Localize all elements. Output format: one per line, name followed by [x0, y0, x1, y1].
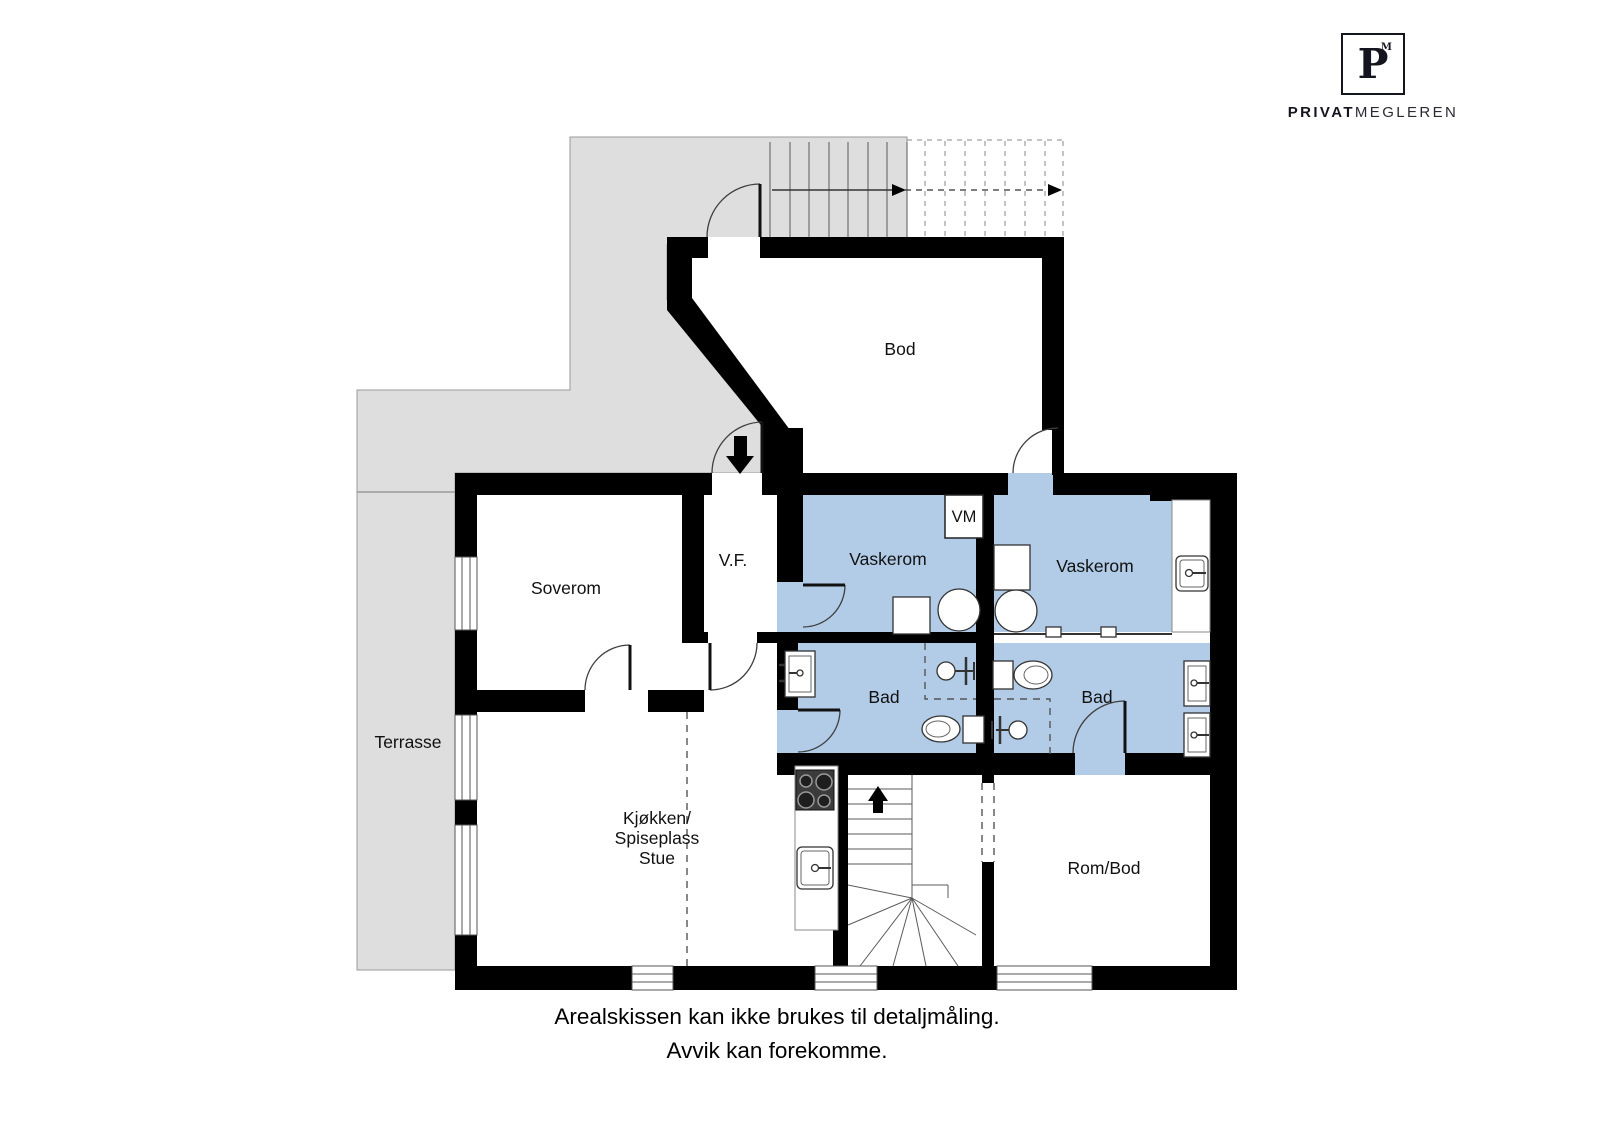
bod-door-leaf: [1052, 430, 1064, 475]
utility-cabinet: [892, 596, 931, 635]
window: [996, 965, 1093, 991]
stair-direction-arrow-icon: [892, 184, 906, 196]
toilet-icon: [921, 715, 985, 744]
utility-cabinet: [993, 544, 1031, 591]
bad-right-doorway: [1075, 757, 1125, 775]
logo-monogram-mark: M: [1380, 42, 1392, 53]
label-washing-machine: VM: [952, 508, 977, 526]
dashed-markings: [686, 643, 1051, 966]
disclaimer-line1: Arealskissen kan ikke brukes til detaljm…: [554, 1004, 999, 1029]
door-bad-left: [797, 708, 841, 753]
sink-icon: [1183, 660, 1211, 707]
label-vaskerom-left: Vaskerom: [849, 549, 926, 569]
window: [814, 965, 878, 991]
label-kitchen-line2: Spiseplass: [615, 828, 700, 848]
window: [631, 965, 674, 991]
window: [454, 714, 478, 801]
door-vf-kitchen: [708, 642, 758, 691]
door-bod: [1012, 427, 1059, 474]
window: [454, 556, 478, 631]
disclaimer-line2: Avvik kan forekomme.: [667, 1038, 888, 1063]
entry-arrow-icon: [726, 436, 754, 474]
walls: [455, 237, 1237, 990]
logo-wordmark: PRIVATMEGLEREN: [1273, 104, 1473, 121]
shower-icon: [936, 657, 975, 685]
upper-staircase: [769, 139, 1064, 237]
label-vaskerom-right: Vaskerom: [1056, 556, 1133, 576]
windows: [454, 556, 1093, 991]
vaskerom-right-doorway: [1008, 473, 1053, 495]
water-heater-icon: [937, 588, 981, 632]
label-bad-right: Bad: [1081, 687, 1112, 707]
sink-icon: [1175, 555, 1209, 592]
sink-icon: [1183, 712, 1211, 758]
fixtures: [779, 494, 1211, 931]
room-labels: Terrasse Soverom V.F. Bod Vaskerom Vaske…: [374, 339, 1140, 878]
kitchen-counter: [794, 765, 839, 931]
label-kitchen-line3: Stue: [639, 848, 675, 868]
door-vaskerom-left: [802, 583, 846, 628]
doors: [584, 183, 1127, 754]
door-bad-right: [1072, 700, 1127, 754]
shower-zone-right: [994, 698, 1051, 757]
toilet-icon: [992, 660, 1053, 690]
door-soverom: [584, 644, 632, 691]
shower-icon: [991, 716, 1028, 744]
door-landing: [706, 183, 762, 238]
stairs-up-arrow-icon: [868, 786, 888, 813]
stove-icon: [795, 769, 835, 811]
low-partition: [994, 626, 1172, 638]
label-bod: Bod: [884, 339, 915, 359]
window: [454, 824, 478, 936]
logo-monogram: P: [1357, 39, 1389, 88]
vaskerom-counter: [1171, 499, 1211, 633]
label-kitchen-line1: Kjøkken/: [623, 808, 691, 828]
label-soverom: Soverom: [531, 578, 601, 598]
sink-icon: [796, 846, 834, 890]
stair-direction-arrow2-icon: [1048, 184, 1062, 196]
sink-icon: [779, 650, 816, 698]
inner-staircase: [847, 775, 977, 967]
label-rom-bod: Rom/Bod: [1068, 858, 1141, 878]
logo-wordmark-bold: PRIVAT: [1287, 104, 1355, 121]
water-heater-icon: [994, 589, 1038, 633]
logo-wordmark-light: MEGLEREN: [1354, 104, 1459, 121]
label-bad-left: Bad: [868, 687, 899, 707]
label-terrasse: Terrasse: [374, 732, 441, 752]
logo-monogram-box: P M: [1341, 33, 1405, 95]
label-vf: V.F.: [719, 550, 748, 570]
shower-zone-left: [924, 643, 976, 700]
washing-machine: [944, 494, 984, 539]
brand-logo: P M PRIVATMEGLEREN: [1273, 33, 1473, 121]
disclaimer: Arealskissen kan ikke brukes til detaljm…: [554, 1004, 999, 1063]
door-entry: [711, 421, 764, 474]
